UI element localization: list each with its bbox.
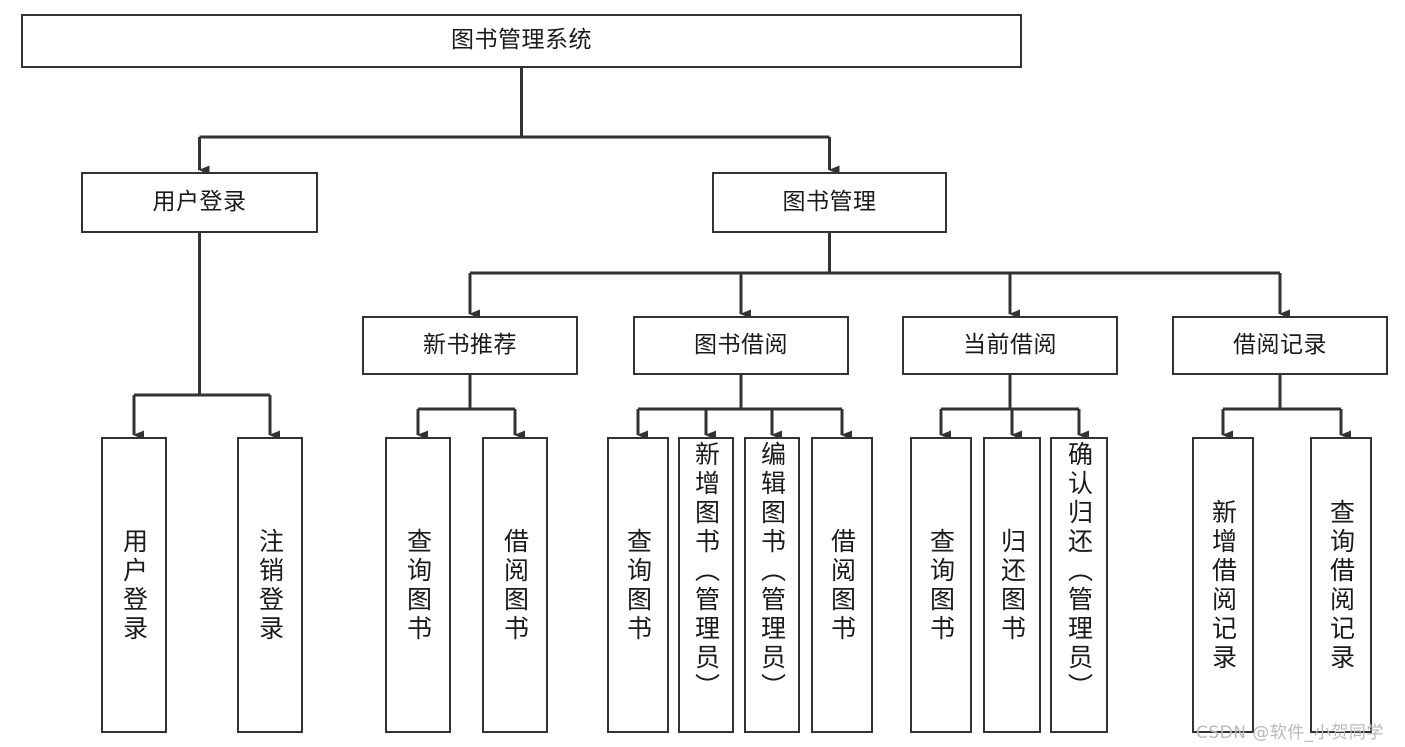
node-label: 图书借阅 — [694, 331, 788, 358]
node-c2[interactable]: 归还图书 — [983, 437, 1041, 733]
node-label: 用户登录 — [119, 528, 149, 644]
node-label: 新增借阅记录 — [1208, 499, 1238, 673]
node-r1[interactable]: 新增借阅记录 — [1192, 437, 1254, 733]
node-label: 查询图书 — [926, 528, 956, 644]
node-label: 借阅记录 — [1233, 331, 1327, 358]
node-c3[interactable]: 确认归还（管理员） — [1050, 437, 1108, 733]
node-c1[interactable]: 查询图书 — [910, 437, 972, 733]
node-r2[interactable]: 查询借阅记录 — [1310, 437, 1372, 733]
edges — [132, 68, 1351, 440]
csdn-watermark: CSDN @软件_小贺同学 — [1196, 723, 1384, 743]
node-borrow[interactable]: 图书借阅 — [633, 316, 849, 375]
node-label: 查询图书 — [623, 528, 653, 644]
node-b3[interactable]: 编辑图书（管理员） — [744, 437, 800, 733]
node-label: 图书管理系统 — [451, 27, 592, 54]
node-label: 借阅图书 — [827, 528, 857, 644]
node-label: 图书管理 — [782, 188, 877, 215]
node-label: 确认归还（管理员） — [1064, 441, 1094, 702]
node-label: 归还图书 — [997, 528, 1027, 644]
node-label: 查询借阅记录 — [1326, 499, 1356, 673]
node-records[interactable]: 借阅记录 — [1172, 316, 1388, 375]
node-label: 借阅图书 — [500, 528, 530, 644]
node-b1[interactable]: 查询图书 — [607, 437, 669, 733]
node-n1[interactable]: 查询图书 — [385, 437, 451, 733]
node-n2[interactable]: 借阅图书 — [482, 437, 548, 733]
node-label: 注销登录 — [255, 528, 285, 644]
node-label: 编辑图书（管理员） — [757, 441, 787, 702]
node-label: 新增图书（管理员） — [691, 441, 721, 702]
node-login[interactable]: 用户登录 — [81, 172, 318, 233]
node-l2[interactable]: 注销登录 — [237, 437, 303, 733]
node-b2[interactable]: 新增图书（管理员） — [678, 437, 734, 733]
node-bookmgmt[interactable]: 图书管理 — [712, 172, 947, 233]
node-current[interactable]: 当前借阅 — [902, 316, 1118, 375]
node-label: 当前借阅 — [963, 331, 1057, 358]
node-label: 查询图书 — [403, 528, 433, 644]
node-b4[interactable]: 借阅图书 — [811, 437, 873, 733]
node-label: 新书推荐 — [423, 331, 517, 358]
node-l1[interactable]: 用户登录 — [101, 437, 167, 733]
node-newbooks[interactable]: 新书推荐 — [362, 316, 578, 375]
node-root[interactable]: 图书管理系统 — [21, 14, 1022, 68]
node-label: 用户登录 — [152, 188, 247, 215]
